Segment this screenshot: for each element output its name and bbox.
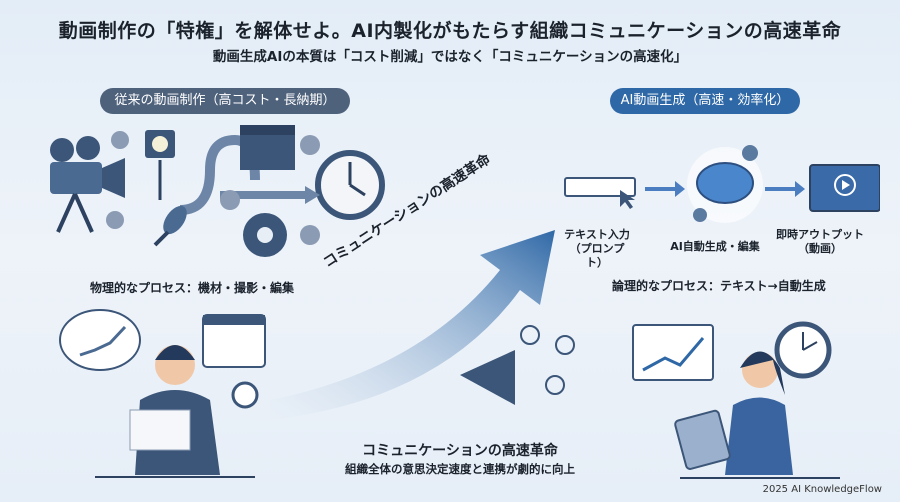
ai-generation-pill: AI動画生成（高速・効率化）	[610, 88, 800, 114]
growth-chart-icon	[632, 324, 714, 381]
spotlight-icon	[145, 130, 175, 200]
gear-icon	[693, 145, 758, 222]
ai-process-illustration	[564, 145, 880, 223]
communication-acceleration-arrow	[270, 230, 575, 420]
bottom-subheading: 組織全体の意思決定速度と連携が劇的に向上	[345, 462, 575, 476]
clock-icon	[315, 150, 385, 220]
stressed-businessman-illustration	[59, 309, 266, 478]
video-player-icon	[809, 164, 880, 212]
microphone-icon	[153, 205, 187, 247]
page-subtitle: 動画生成AIの本質は「コスト削減」ではなく「コミュニケーションの高速化」	[212, 49, 688, 65]
credit-text: 2025 AI KnowledgeFlow	[762, 484, 882, 495]
film-reel-icon	[243, 213, 287, 257]
thought-bubble-chart-icon	[59, 309, 141, 371]
step-label: テキスト入力	[564, 228, 630, 241]
clapperboard-icon	[240, 125, 295, 170]
step-sublabel: （プロンプト）	[569, 242, 625, 269]
video-camera-icon	[50, 136, 125, 233]
traditional-process-caption: 物理的なプロセス：機材・撮影・編集	[90, 281, 295, 295]
step-sublabel: （動画）	[798, 242, 842, 255]
confident-businesswoman-illustration	[632, 321, 840, 479]
ai-process-caption: 論理的なプロセス：テキスト→自動生成	[612, 279, 826, 293]
clock-icon	[774, 321, 832, 379]
step-label: 即時アウトプット	[776, 228, 864, 241]
bottom-heading: コミュニケーションの高速革命	[362, 443, 558, 459]
network-people-icon	[520, 325, 575, 395]
gear-icon	[106, 131, 320, 245]
page-title: 動画制作の「特権」を解体せよ。AI内製化がもたらす組織コミュニケーションの高速革…	[58, 20, 842, 42]
step-label: AI自動生成・編集	[670, 240, 760, 253]
step-text-input: テキスト入力 （プロンプト）	[562, 228, 632, 270]
stopwatch-icon	[231, 381, 259, 409]
brain-icon	[696, 162, 754, 204]
calendar-icon	[202, 314, 266, 368]
traditional-process-illustration	[50, 125, 385, 257]
step-instant-output: 即時アウトプット （動画）	[775, 228, 865, 256]
megaphone-icon	[460, 350, 515, 405]
tablet-icon	[674, 409, 731, 470]
text-input-box-icon	[564, 177, 636, 209]
traditional-production-pill: 従来の動画制作（高コスト・長納期）	[100, 88, 350, 114]
step-ai-generation: AI自動生成・編集	[665, 240, 765, 254]
